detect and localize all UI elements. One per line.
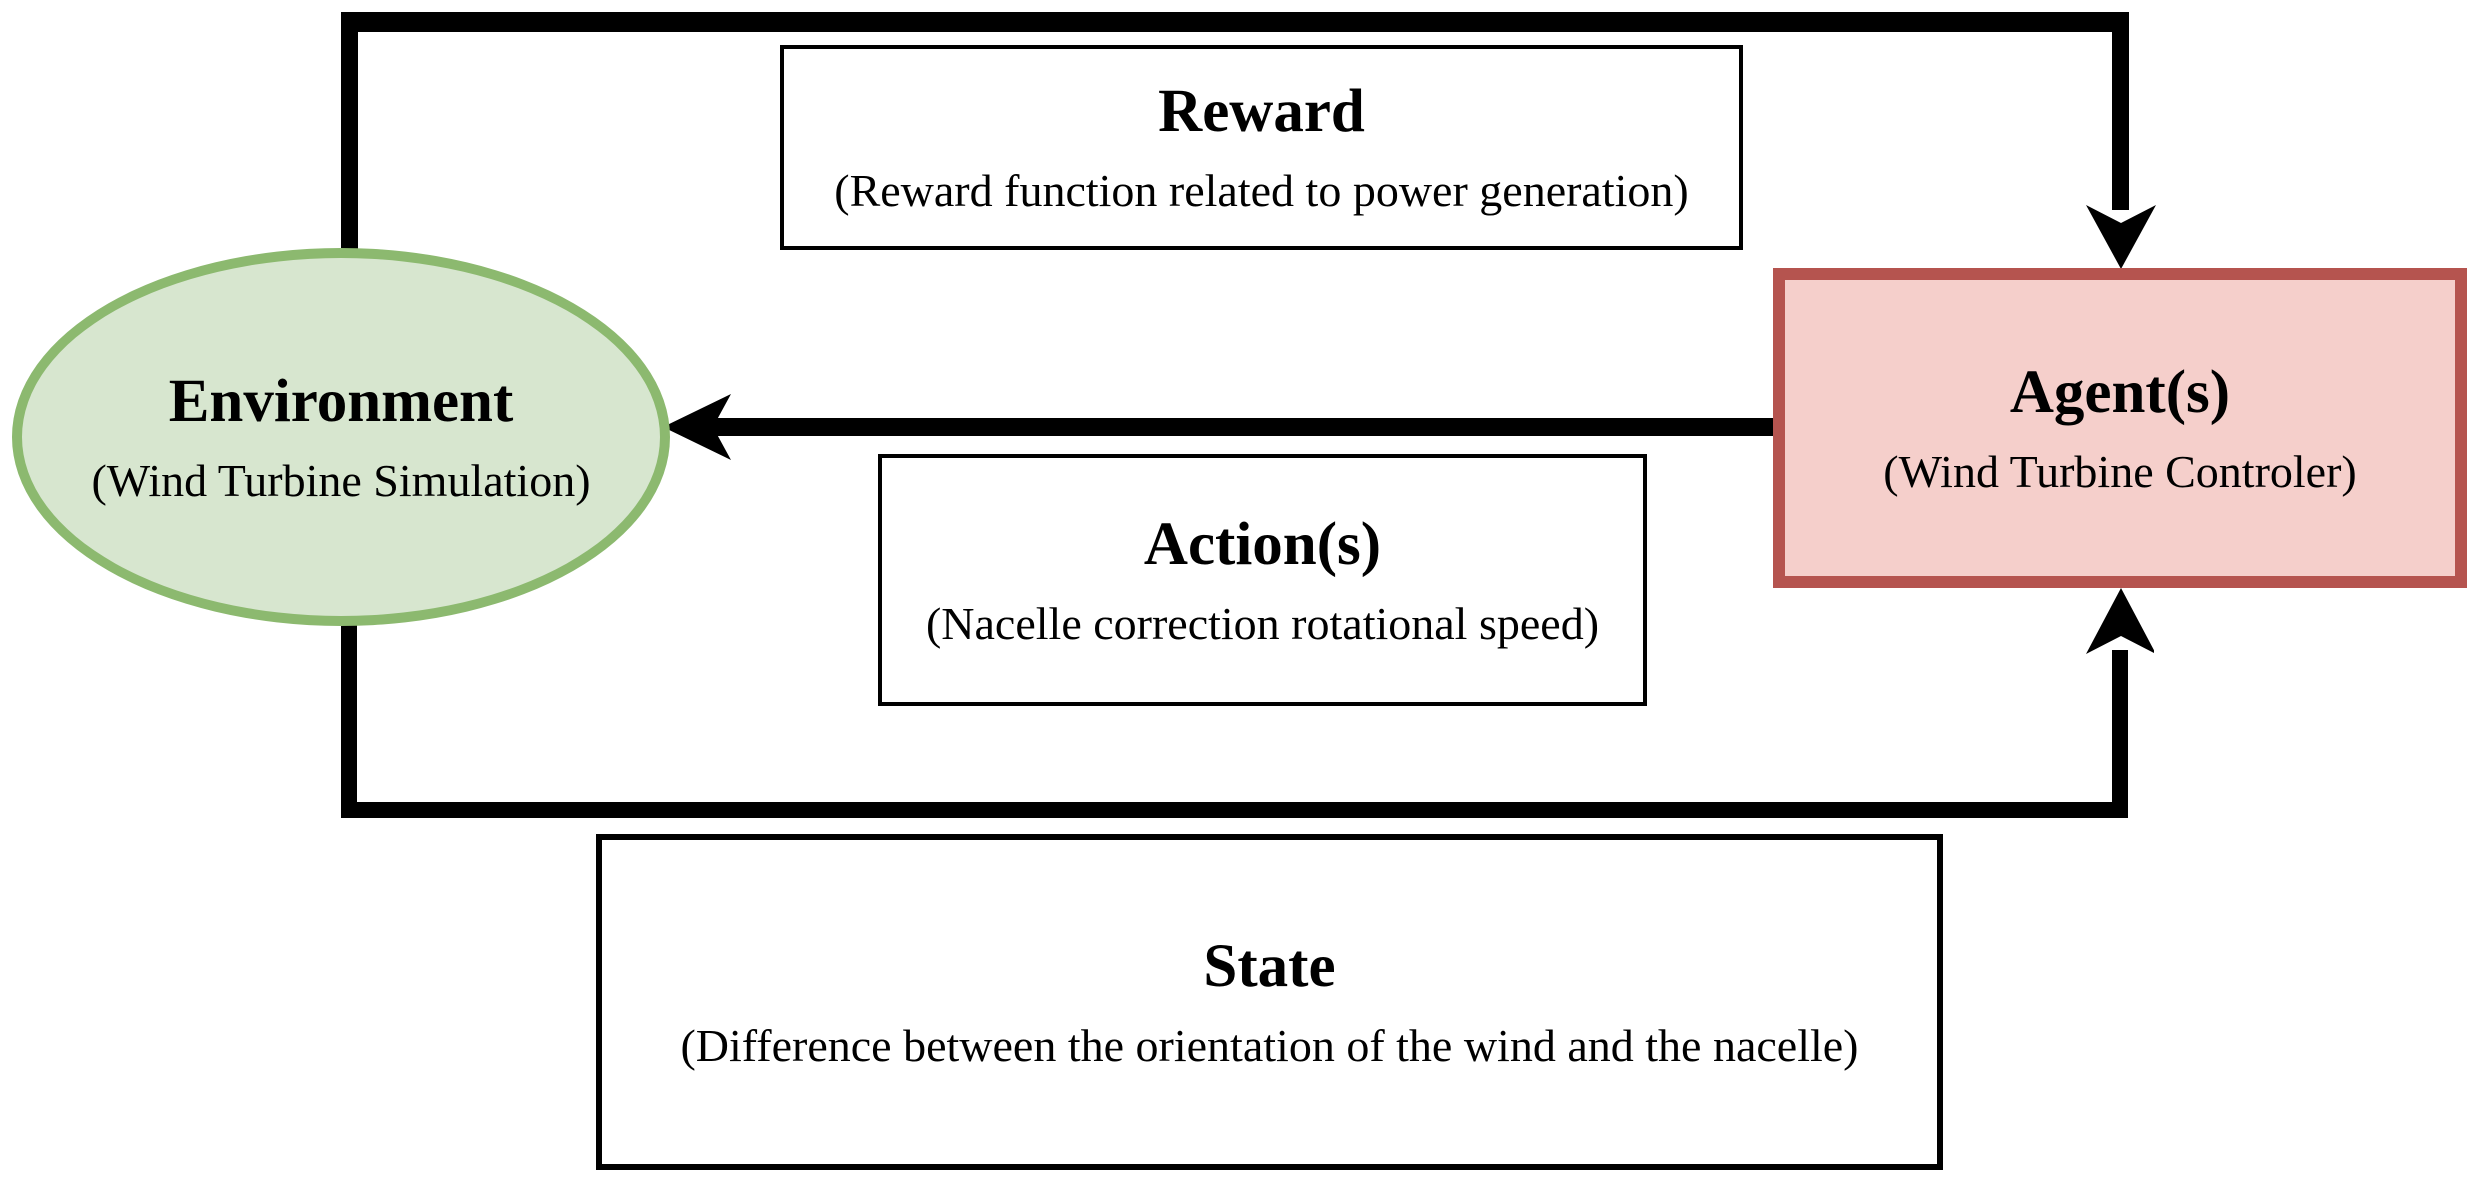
state-subtitle: (Difference between the orientation of t… [680,1019,1859,1071]
agent-node: Agent(s) (Wind Turbine Controler) [1773,268,2467,588]
agent-top-drop-line [2112,12,2129,210]
left-arrowhead [663,394,731,460]
environment-bottom-drop-line [341,618,357,810]
agent-subtitle: (Wind Turbine Controler) [1883,445,2357,497]
action-subtitle: (Nacelle correction rotational speed) [925,597,1600,649]
top-connector-line [341,12,2129,32]
environment-top-riser-line [341,12,358,254]
action-connector-line [712,418,1776,436]
up-arrowhead [2086,588,2154,654]
environment-node: Environment (Wind Turbine Simulation) [12,248,670,626]
environment-subtitle: (Wind Turbine Simulation) [91,454,591,506]
agent-title: Agent(s) [2009,358,2231,426]
state-title: State [1203,932,1336,1000]
action-label-box: Action(s) (Nacelle correction rotational… [878,454,1647,706]
bottom-connector-line [341,802,2128,818]
down-arrowhead [2086,205,2156,269]
reward-label-box: Reward (Reward function related to power… [780,45,1743,250]
agent-bottom-riser-line [2112,650,2128,810]
action-title: Action(s) [1143,510,1382,578]
reward-subtitle: (Reward function related to power genera… [834,165,1689,216]
state-label-box: State (Difference between the orientatio… [596,834,1943,1170]
environment-title: Environment [168,367,514,435]
reward-title: Reward [1158,78,1365,145]
